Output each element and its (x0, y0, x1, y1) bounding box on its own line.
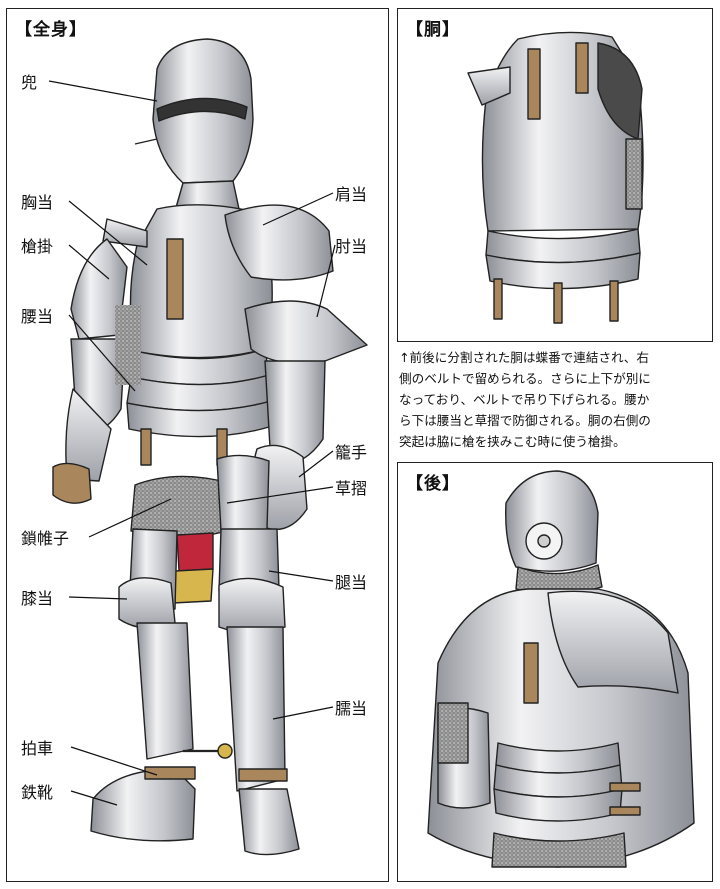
label-hakusha: 拍車 (21, 739, 54, 758)
cuirass-lance-rest-shape (467, 66, 511, 106)
spur-rowel-shape (217, 743, 233, 759)
torso-title: 【胴】 (406, 20, 460, 40)
label-hizaate: 膝当 (21, 589, 54, 608)
left-greave-shape (136, 622, 194, 760)
caption-line: 突起は脇に槍を挟みこむ時に使う槍掛。 (399, 434, 626, 449)
right-poleyn-shape (218, 577, 286, 634)
mail-skirt-shape (130, 475, 234, 539)
left-pauldron-shape (70, 238, 128, 340)
torso-caption: ↑前後に分割された胴は蝶番で連結され、右 側のベルトで留められる。さらに上下が別… (399, 347, 713, 452)
torso-panel: 【胴】 (397, 8, 713, 342)
label-momoate: 腿当 (335, 573, 368, 592)
label-muneate: 胸当 (21, 193, 54, 212)
label-kataate: 肩当 (335, 185, 368, 204)
lance-rest-shape (102, 218, 148, 248)
back-title: 【後】 (406, 474, 460, 494)
right-sabaton-shape (238, 788, 300, 856)
helmet-visor-slit (156, 97, 248, 122)
back-pauldron-shape (547, 590, 679, 694)
chest-strap-shape (166, 238, 184, 320)
left-glove-shape (52, 462, 92, 504)
label-tetsuka: 鉄靴 (21, 783, 54, 802)
back-panel: 【後】 (397, 462, 713, 882)
label-kusazuri: 草摺 (335, 479, 368, 498)
right-couter-shape (244, 300, 368, 364)
label-koshiate: 腰当 (21, 307, 54, 326)
label-suneate: 臑当 (335, 699, 368, 718)
full-body-title: 【全身】 (15, 20, 87, 40)
caption-line: なっており、ベルトで吊り下げられる。腰か (399, 392, 650, 407)
full-body-panel: 【全身】 (6, 8, 389, 882)
label-kote: 籠手 (335, 443, 368, 462)
caption-line: ↑前後に分割された胴は蝶番で連結され、右 (399, 350, 649, 365)
back-armor-illustration (427, 470, 695, 868)
left-sabaton-shape (90, 768, 196, 842)
cuirass-illustration (467, 31, 644, 324)
caption-line: ら下は腰当と草摺で防御される。胴の右側の (399, 413, 651, 428)
label-kabuto: 兜 (21, 73, 38, 92)
tasset-shape (216, 454, 270, 536)
caption-line: 側のベルトで留められる。さらに上下が別に (399, 371, 651, 386)
right-greave-shape (226, 626, 286, 792)
right-pauldron-shape (224, 204, 334, 281)
left-poleyn-shape (118, 577, 176, 629)
leader-lines (48, 80, 336, 806)
full-armor-illustration (48, 38, 368, 856)
label-hijiate: 肘当 (335, 237, 368, 256)
label-yarikake: 槍掛 (21, 237, 54, 256)
label-kusari-katabira: 鎖帷子 (21, 529, 70, 548)
